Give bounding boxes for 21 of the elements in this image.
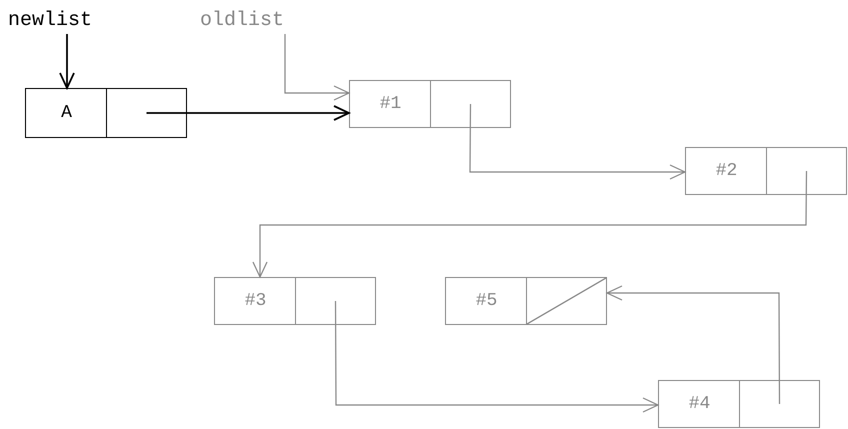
pointer-arrow (59, 34, 75, 89)
pointer-arrow (606, 285, 780, 404)
list-node (685, 147, 847, 195)
node-value: #4 (688, 393, 712, 416)
variable-name: oldlist (200, 10, 284, 32)
node-value: #3 (244, 290, 268, 313)
list-node (658, 380, 820, 428)
pointer-arrow (284, 34, 350, 101)
list-node (25, 88, 187, 138)
node-value: A (60, 102, 73, 125)
node-value: #1 (378, 93, 402, 116)
pointer-arrow (252, 171, 808, 278)
pointer-arrow (146, 105, 350, 121)
node-value: #5 (474, 290, 498, 313)
pointer-arrow (469, 104, 686, 180)
list-node (349, 80, 511, 128)
node-value: #2 (714, 160, 738, 183)
pointer-arrow (334, 301, 659, 413)
list-node (214, 277, 376, 325)
variable-name: newlist (8, 10, 92, 32)
list-node (445, 277, 607, 325)
